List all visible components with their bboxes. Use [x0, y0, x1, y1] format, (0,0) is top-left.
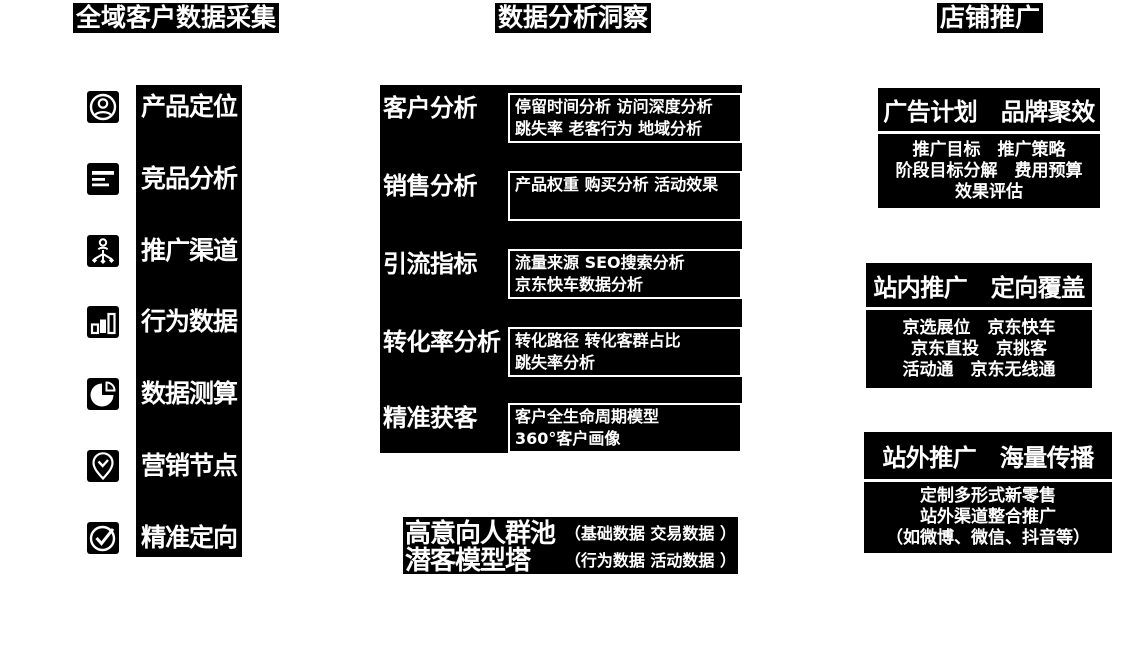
audience-pools: 高意向人群池 （基础数据 交易数据 ） 潜客模型塔 （行为数据 活动数据 ） [403, 517, 738, 576]
analysis-detail-line: 停留时间分析 访问深度分析 [515, 97, 713, 116]
promotion-card-line: 推广目标 推广策略 [912, 139, 1066, 160]
analysis-detail-line: 客户全生命周期模型 [515, 407, 660, 426]
promotion-card-line: 活动通 京东无线通 [902, 359, 1056, 380]
analysis-detail-line: 产品权重 购买分析 活动效果 [515, 175, 719, 194]
section-title-promotion: 店铺推广 [937, 3, 1044, 33]
network-share-icon [87, 235, 119, 267]
analysis-detail-box: 产品权重 购买分析 活动效果 [508, 171, 742, 221]
bar-chart-icon [87, 306, 119, 338]
promotion-card-line: 京东直投 京挑客 [911, 338, 1047, 359]
analysis-detail-box: 流量来源 SEO搜索分析 京东快车数据分析 [508, 249, 742, 299]
promotion-card-onsite: 站内推广 定向覆盖 京选展位 京东快车 京东直投 京挑客 活动通 京东无线通 [866, 263, 1092, 388]
analysis-detail-line: 360°客户画像 [515, 429, 621, 448]
analysis-group: 转化率分析 转化路径 转化客群占比 跳失率分析 [380, 327, 742, 377]
promotion-card-line: 定制多形式新零售 [920, 486, 1056, 506]
promotion-card-ad-plan: 广告计划 品牌聚效 推广目标 推广策略 阶段目标分解 费用预算 效果评估 [878, 88, 1100, 208]
pool-row: 高意向人群池 （基础数据 交易数据 ） [405, 518, 736, 549]
pool-row: 潜客模型塔 （行为数据 活动数据 ） [405, 545, 736, 576]
analysis-group: 客户分析 停留时间分析 访问深度分析 跳失率 老客行为 地域分析 [380, 93, 742, 143]
promotion-card-body: 定制多形式新零售 站外渠道整合推广 （如微博、微信、抖音等） [864, 482, 1112, 553]
pie-chart-icon [87, 378, 119, 410]
promotion-card-line: 站外渠道整合推广 [920, 507, 1056, 527]
analysis-group-label: 客户分析 [383, 94, 478, 122]
analysis-detail-box: 客户全生命周期模型 360°客户画像 [508, 403, 742, 453]
collection-item-label: 竞品分析 [140, 164, 238, 193]
promotion-card-line: 京选展位 京东快车 [902, 317, 1056, 338]
collection-item-label: 行为数据 [140, 307, 238, 336]
promotion-card-line: 效果评估 [955, 181, 1023, 202]
collection-item-label: 推广渠道 [140, 236, 238, 265]
analysis-group-label: 引流指标 [383, 250, 478, 278]
analysis-panel: 客户分析 停留时间分析 访问深度分析 跳失率 老客行为 地域分析 销售分析 产品… [380, 85, 742, 453]
analysis-group-label: 精准获客 [383, 404, 478, 432]
user-circle-icon [87, 91, 119, 123]
pool-note: （基础数据 交易数据 ） [564, 523, 736, 543]
analysis-group: 精准获客 客户全生命周期模型 360°客户画像 [380, 403, 742, 453]
analysis-group-label: 转化率分析 [383, 328, 501, 356]
collection-item-label: 产品定位 [140, 92, 238, 121]
check-circle-icon [87, 522, 119, 554]
section-title-collection: 全域客户数据采集 [73, 3, 280, 33]
collection-item-label: 营销节点 [140, 451, 238, 480]
promotion-card-body: 京选展位 京东快车 京东直投 京挑客 活动通 京东无线通 [866, 310, 1092, 388]
promotion-card-line: 阶段目标分解 费用预算 [895, 160, 1083, 181]
analysis-detail-box: 转化路径 转化客群占比 跳失率分析 [508, 327, 742, 377]
promotion-card-offsite: 站外推广 海量传播 定制多形式新零售 站外渠道整合推广 （如微博、微信、抖音等） [864, 432, 1112, 553]
promotion-card-line: （如微博、微信、抖音等） [886, 528, 1090, 548]
analysis-group: 引流指标 流量来源 SEO搜索分析 京东快车数据分析 [380, 249, 742, 299]
promotion-card-body: 推广目标 推广策略 阶段目标分解 费用预算 效果评估 [878, 134, 1100, 208]
analysis-detail-line: 转化路径 转化客群占比 [515, 331, 681, 350]
section-title-analysis: 数据分析洞察 [495, 3, 652, 33]
analysis-detail-line: 京东快车数据分析 [515, 275, 644, 294]
analysis-detail-line: 跳失率分析 [515, 353, 596, 372]
analysis-detail-box: 停留时间分析 访问深度分析 跳失率 老客行为 地域分析 [508, 93, 742, 143]
promotion-card-header: 广告计划 品牌聚效 [878, 88, 1100, 134]
promotion-card-header: 站外推广 海量传播 [864, 432, 1112, 482]
promotion-card-header: 站内推广 定向覆盖 [866, 263, 1092, 310]
pool-note: （行为数据 活动数据 ） [564, 550, 736, 570]
pool-name: 高意向人群池 [405, 519, 556, 549]
collection-label-strip [136, 85, 242, 557]
analysis-detail-line: 流量来源 SEO搜索分析 [515, 253, 685, 272]
pool-name: 潜客模型塔 [405, 546, 531, 576]
document-lines-icon [87, 163, 119, 195]
analysis-group: 销售分析 产品权重 购买分析 活动效果 [380, 171, 742, 221]
analysis-detail-line: 跳失率 老客行为 地域分析 [515, 119, 703, 138]
pin-check-icon [87, 450, 119, 482]
collection-item-label: 精准定向 [140, 523, 238, 552]
collection-item-label: 数据测算 [140, 379, 238, 408]
analysis-group-label: 销售分析 [383, 172, 478, 200]
